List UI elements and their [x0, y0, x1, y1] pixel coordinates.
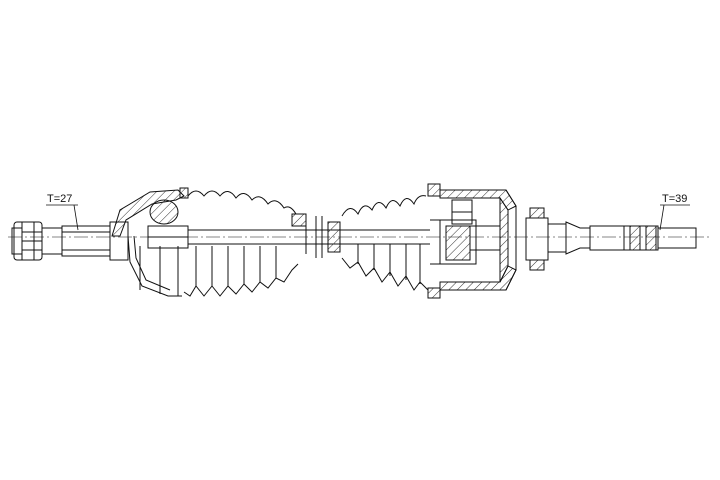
right-spline-label: T=39 [662, 193, 687, 205]
left-spline-callout: T=27 [46, 193, 79, 231]
right-stub-shaft [525, 207, 697, 271]
right-boot [341, 183, 441, 299]
outer-cv-joint [111, 187, 189, 297]
left-stub-shaft [11, 221, 129, 261]
left-spline-label: T=27 [47, 193, 72, 205]
left-boot [183, 190, 307, 297]
inner-tripod-joint [430, 189, 517, 291]
right-spline-callout: T=39 [659, 193, 690, 231]
